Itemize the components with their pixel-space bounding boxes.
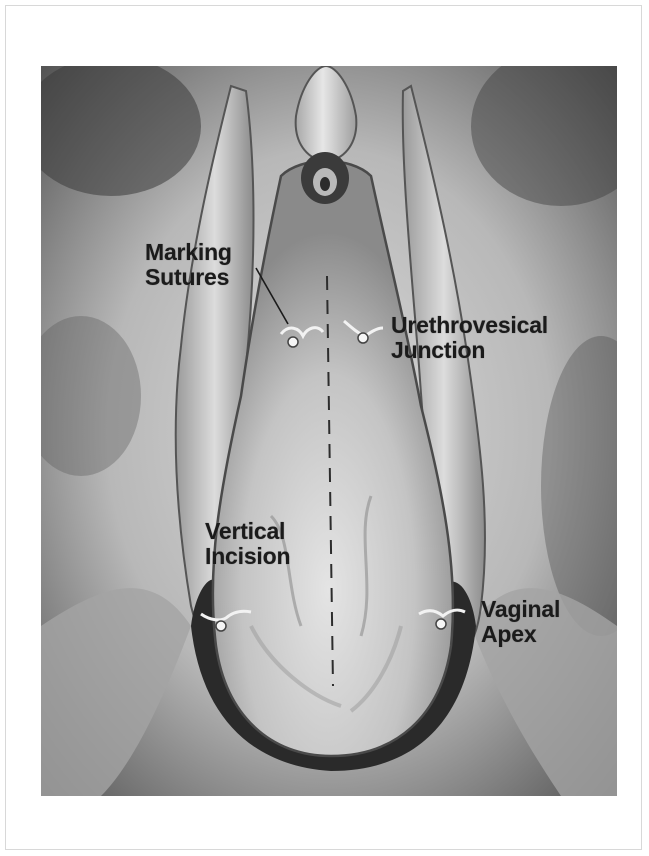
anatomical-illustration — [41, 66, 617, 796]
label-vaginal-apex: Vaginal Apex — [481, 597, 560, 647]
label-vertical-incision: Vertical Incision — [205, 519, 290, 569]
label-marking-sutures: Marking Sutures — [145, 240, 232, 290]
illustration-drawing — [41, 66, 617, 796]
label-urethrovesical-junction: Urethrovesical Junction — [391, 313, 548, 363]
